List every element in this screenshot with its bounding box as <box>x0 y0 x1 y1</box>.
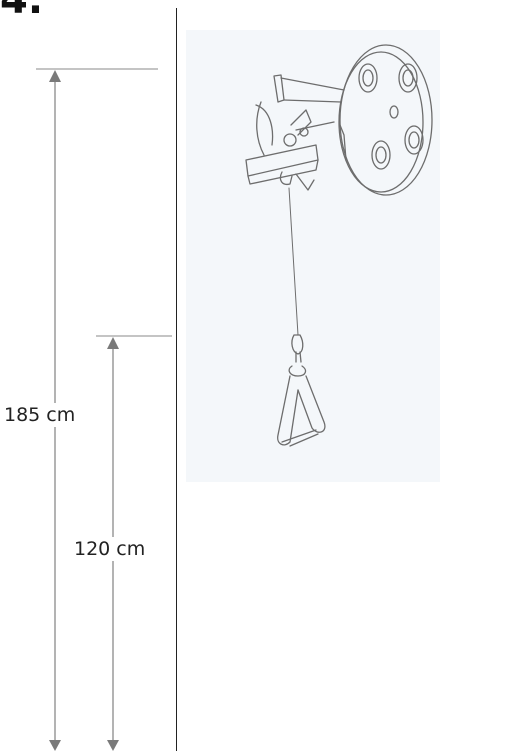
triangle-handle <box>277 365 326 447</box>
wall-line <box>176 8 177 751</box>
heading-fragment: 4. <box>0 0 44 23</box>
handle-height-label: 120 cm <box>73 537 147 561</box>
dimension-185-bottom-arrow <box>49 740 61 751</box>
dimension-120-top-arrow <box>107 337 119 349</box>
frame-arm <box>245 74 345 191</box>
dimension-185-top-arrow <box>49 70 61 82</box>
dimension-120-bottom-arrow <box>107 740 119 751</box>
total-height-label: 185 cm <box>3 403 77 427</box>
weight-plate <box>338 44 433 196</box>
pulley-illustration <box>186 30 440 482</box>
pulley-sketch <box>245 44 433 447</box>
cable <box>288 187 299 336</box>
snap-hook <box>291 334 304 363</box>
